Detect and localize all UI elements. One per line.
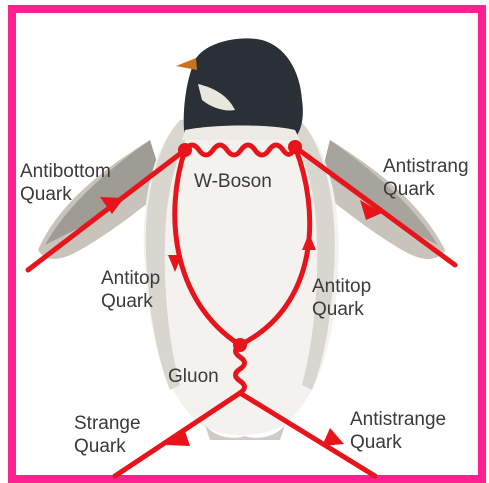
label-antistrange-bottom: Antistrange Quark <box>350 408 446 454</box>
label-w-boson: W-Boson <box>194 170 272 193</box>
label-gluon: Gluon <box>168 365 219 388</box>
label-antitop-left: Antitop Quark <box>101 267 160 313</box>
vertex <box>288 140 302 154</box>
label-antitop-right: Antitop Quark <box>312 275 371 321</box>
vertex <box>178 143 192 157</box>
label-strange: Strange Quark <box>74 412 141 458</box>
vertex <box>233 338 247 352</box>
label-antibottom: Antibottom Quark <box>20 160 111 206</box>
label-antistrange-top: Antistrang Quark <box>383 155 469 201</box>
